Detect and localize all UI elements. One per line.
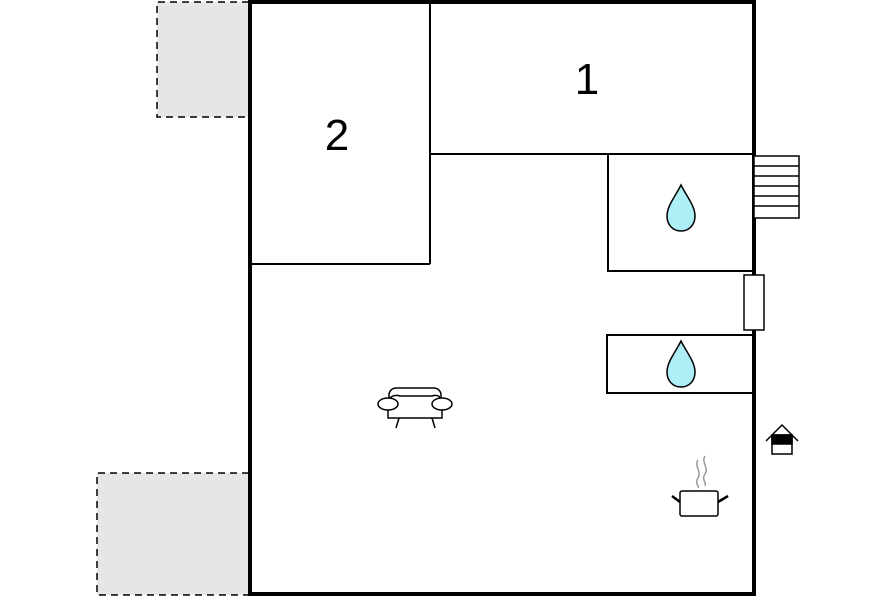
room-label-1: 1 (575, 55, 599, 104)
toilet-room (606, 334, 755, 394)
water-drop-icon (666, 183, 696, 232)
sofa-icon (377, 387, 453, 429)
window (743, 274, 765, 331)
stairs-icon (753, 155, 800, 219)
terrace-top (156, 1, 249, 118)
exterior-walls (248, 0, 756, 596)
house-entrance-icon (765, 423, 799, 455)
terrace-bottom (96, 472, 249, 596)
water-drop-icon (666, 339, 696, 388)
cooking-pot-icon (671, 455, 729, 517)
room-label-2: 2 (325, 111, 349, 160)
